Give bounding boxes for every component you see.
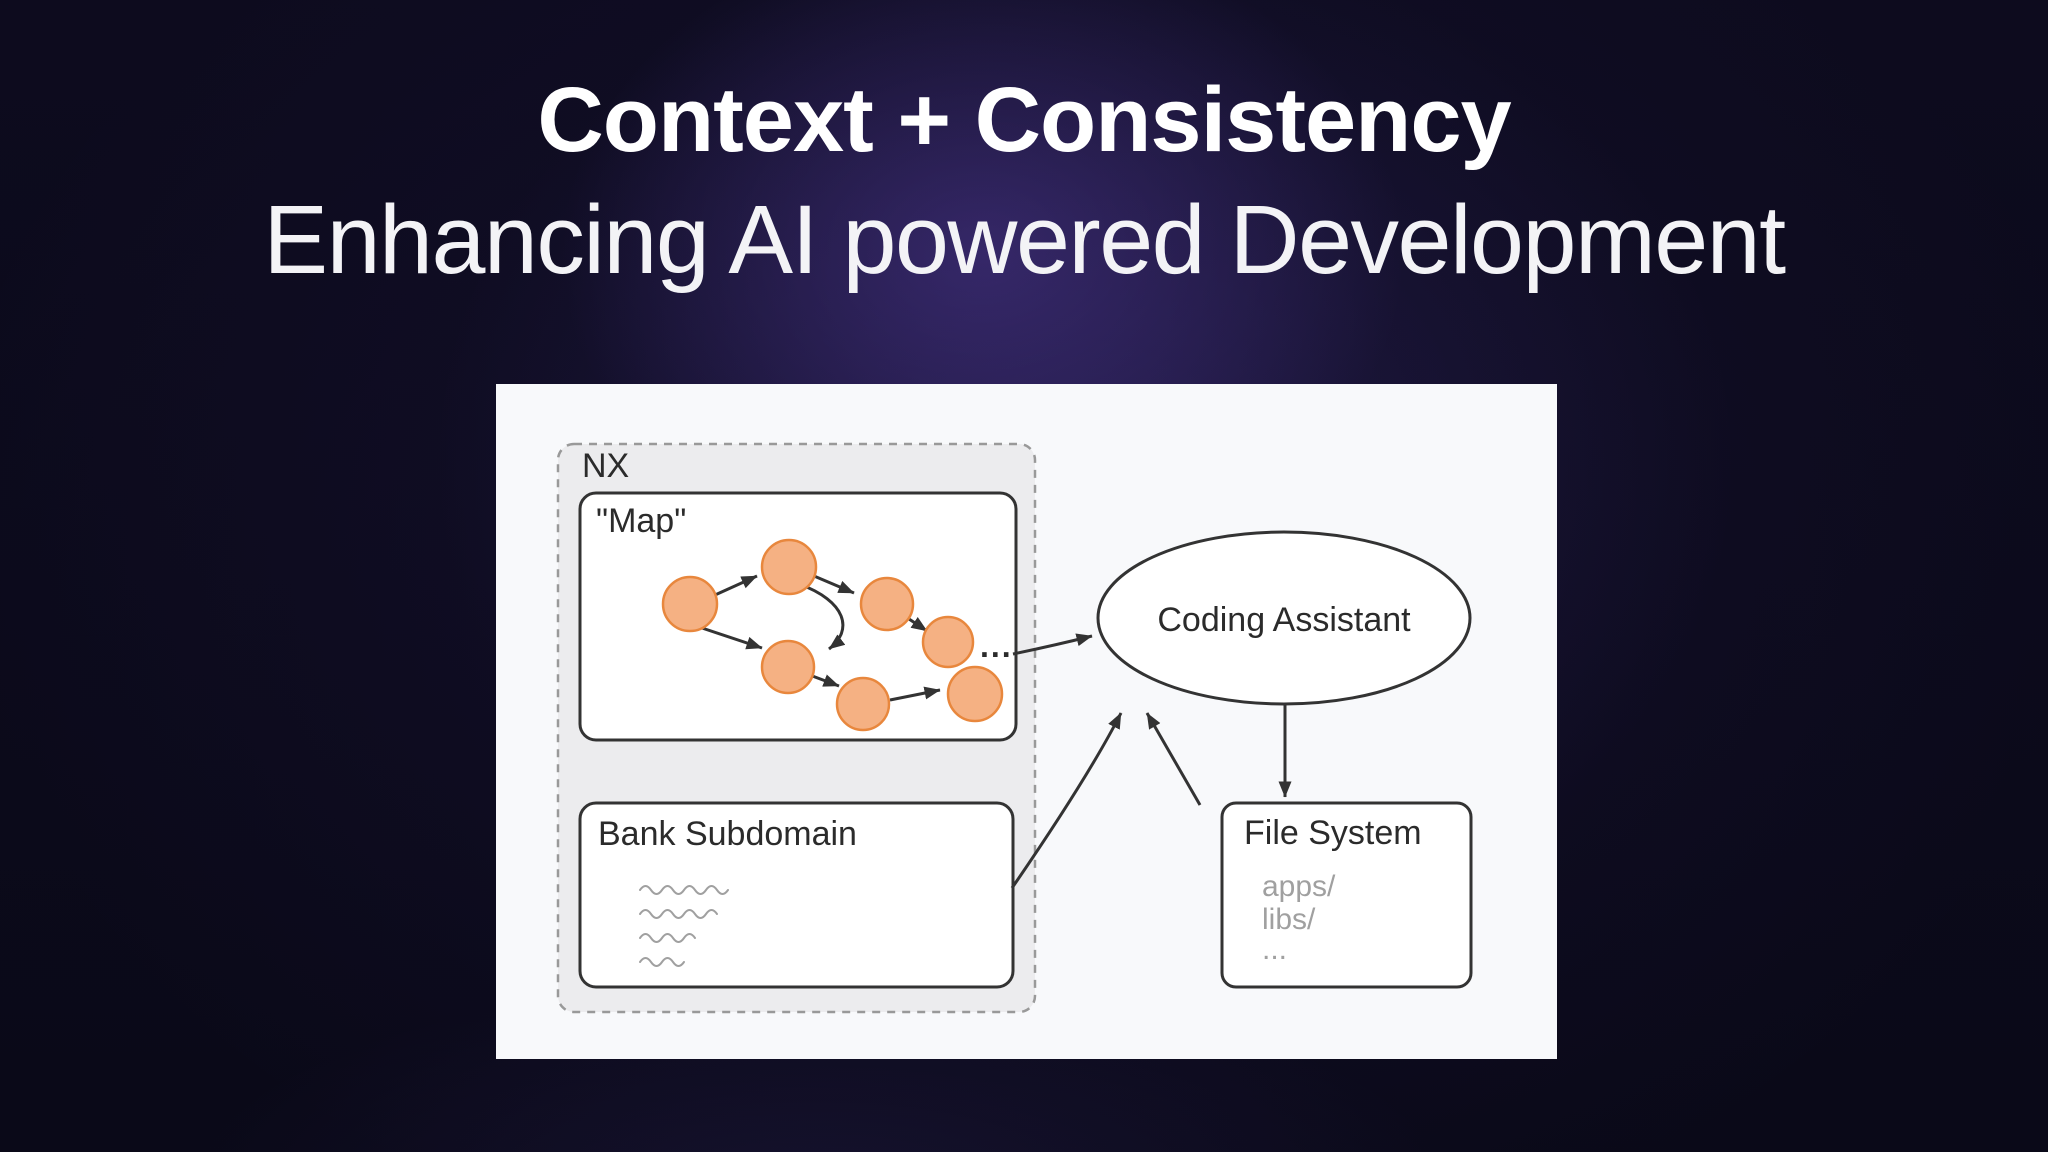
project-graph: ... xyxy=(661,538,1013,732)
filesystem-box xyxy=(1220,801,1473,989)
map-box xyxy=(578,491,1018,742)
map-label: "Map" xyxy=(596,502,686,540)
arrow-bank-to-assistant xyxy=(1010,712,1123,889)
graph-node xyxy=(760,639,816,695)
filesystem-item: apps/ xyxy=(1262,870,1336,903)
graph-edge xyxy=(698,625,763,650)
slide-header: Context + Consistency Enhancing AI power… xyxy=(0,66,2048,299)
graph-node xyxy=(661,575,719,633)
slide-title: Context + Consistency xyxy=(537,69,1511,171)
placeholder-text-lines xyxy=(639,885,729,967)
filesystem-item: ... xyxy=(1262,933,1287,966)
slide-subtitle: Enhancing AI powered Development xyxy=(263,184,1786,294)
bank-subdomain-label: Bank Subdomain xyxy=(598,815,857,853)
graph-node xyxy=(760,538,818,596)
graph-node xyxy=(946,665,1004,723)
graph-node xyxy=(859,576,915,632)
bank-subdomain-box xyxy=(578,801,1015,989)
coding-assistant-label: Coding Assistant xyxy=(1157,601,1411,639)
coding-assistant-ellipse xyxy=(1096,530,1472,706)
diagram-panel: NX "Map" ... xyxy=(496,384,1557,1059)
graph-edge xyxy=(889,686,941,702)
graph-edge xyxy=(714,574,758,597)
graph-edge xyxy=(813,574,855,595)
arrow-map-to-assistant xyxy=(1012,633,1093,656)
graph-node xyxy=(921,615,975,669)
graph-node xyxy=(835,676,891,732)
graph-edge-curved xyxy=(798,582,846,651)
filesystem-label: File System xyxy=(1244,814,1422,852)
architecture-diagram: NX "Map" ... xyxy=(556,442,1473,1014)
arrow-filesystem-to-assistant xyxy=(1145,712,1202,806)
map-ellipsis: ... xyxy=(980,628,1013,664)
nx-label: NX xyxy=(582,447,629,485)
filesystem-item: libs/ xyxy=(1262,903,1316,936)
